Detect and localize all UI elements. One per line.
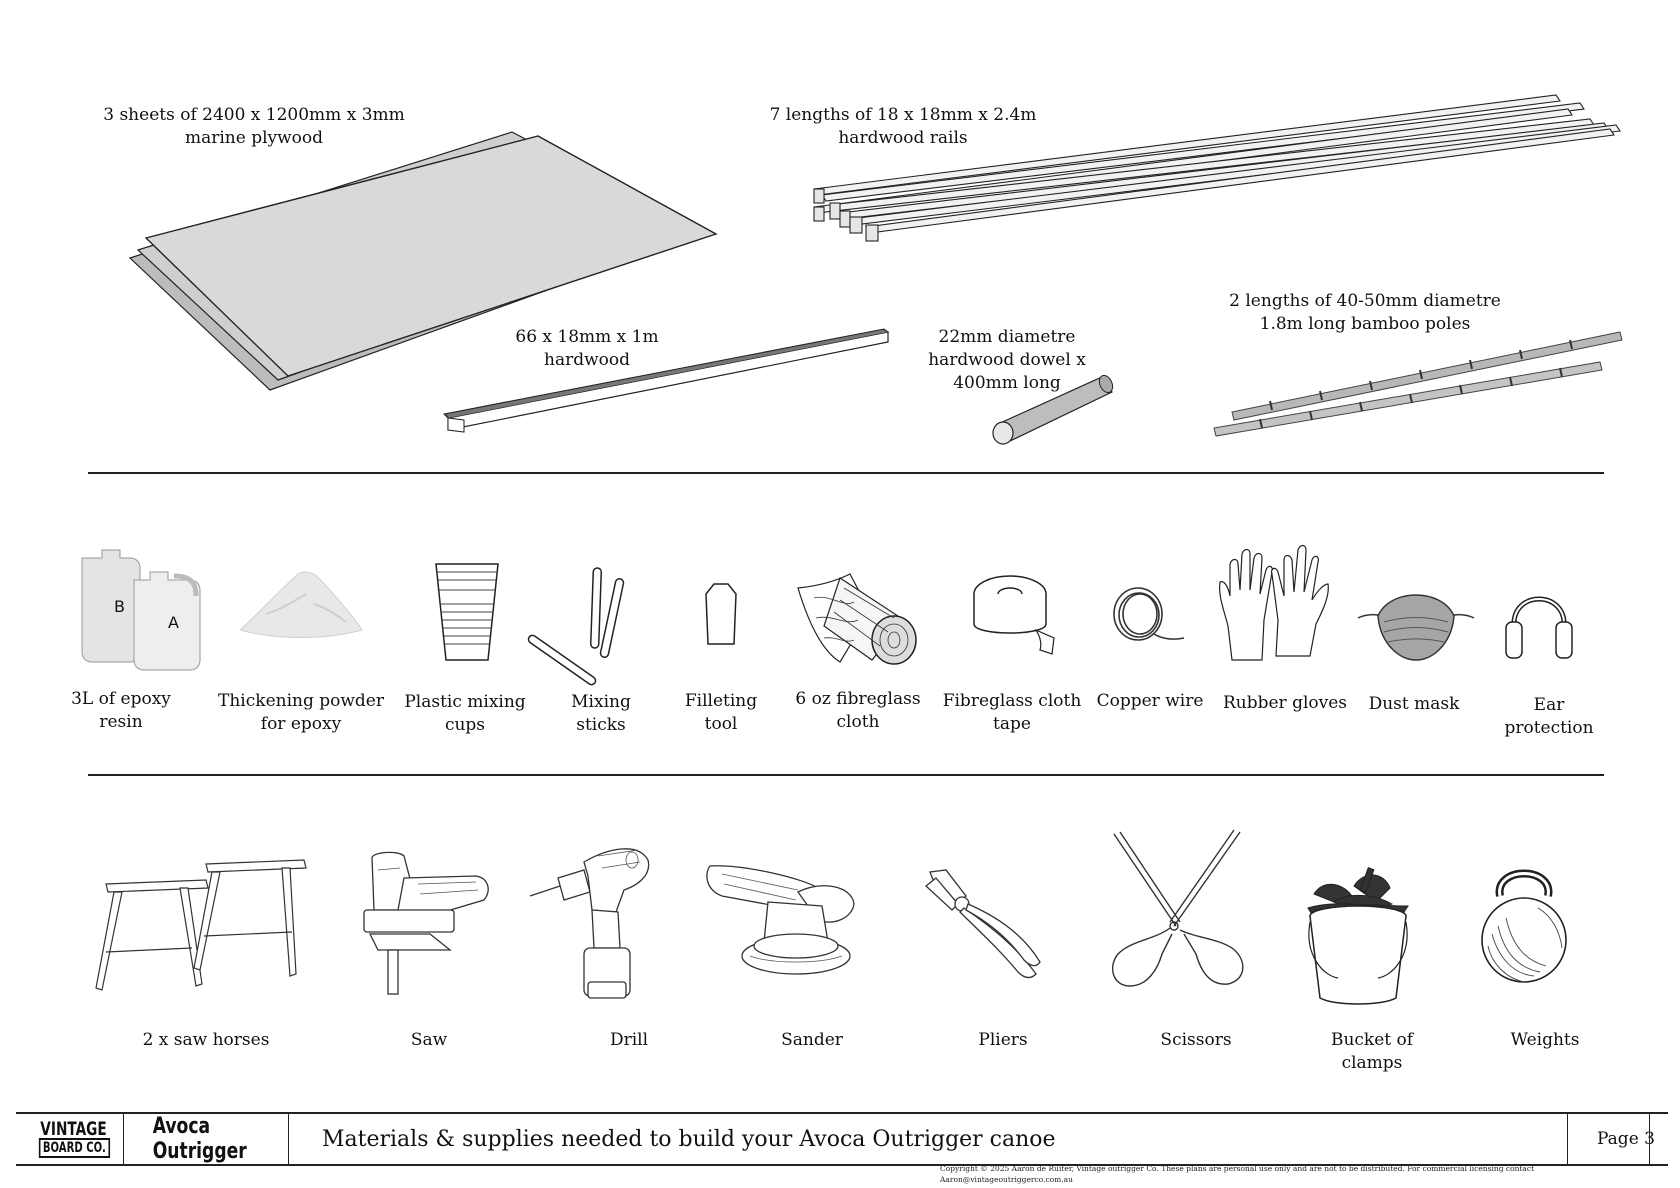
logo-bottom: BOARD CO.: [38, 1138, 110, 1158]
pliers-label: Pliers: [978, 1030, 1028, 1050]
powder-pile-illustration: [238, 571, 363, 638]
mask-label: Dust mask: [1368, 694, 1460, 714]
bamboo-poles-illustration: [1213, 331, 1623, 437]
scissors-label: Scissors: [1160, 1030, 1232, 1050]
sawhorses-label: 2 x saw horses: [142, 1030, 270, 1050]
drill-label: Drill: [609, 1030, 649, 1050]
epoxy-a-label: A: [168, 613, 179, 632]
saw-label: Saw: [410, 1030, 448, 1050]
footer-separator: [288, 1114, 289, 1164]
copper-wire-illustration: [1113, 587, 1185, 641]
gloves-label: Rubber gloves: [1222, 693, 1348, 713]
company-logo: VINTAGE BOARD CO.: [28, 1114, 120, 1164]
saw-horses-illustration: [95, 859, 307, 991]
logo-top: VINTAGE: [40, 1118, 108, 1140]
title-block: VINTAGE BOARD CO. Avoca Outrigger Materi…: [16, 1112, 1668, 1166]
copyright-notice: Copyright © 2025 Aaron de Ruiter, Vintag…: [940, 1164, 1535, 1184]
plywood-sheets-illustration: [128, 131, 718, 391]
jigsaw-illustration: [363, 851, 489, 995]
dowel-illustration: [992, 374, 1114, 445]
sander-label: Sander: [781, 1030, 843, 1050]
sander-illustration: [706, 865, 855, 975]
mixing-cups-illustration: [435, 563, 499, 661]
hardwood-board-illustration: [442, 328, 890, 433]
pliers-illustration: [925, 869, 1041, 979]
footer-separator: [123, 1114, 124, 1164]
bucket-of-clamps-illustration: [1307, 867, 1409, 1005]
hardwood-rails-illustration: [813, 94, 1621, 242]
product-name: Avoca Outrigger: [152, 1114, 247, 1164]
ear-protection-illustration: [1505, 596, 1573, 659]
dust-mask-illustration: [1357, 594, 1475, 661]
epoxy-b-label: B: [114, 597, 125, 616]
weights-label: Weights: [1510, 1030, 1580, 1050]
footer-separator: [1567, 1114, 1568, 1164]
divider-top: [88, 472, 1604, 474]
scissors-illustration: [1111, 829, 1244, 987]
epoxy-jugs-illustration: B A: [81, 549, 201, 671]
footer-separator: [1649, 1114, 1650, 1164]
divider-bottom: [88, 774, 1604, 776]
cloth-tape-illustration: [973, 575, 1055, 655]
page-number: Page 3: [1597, 1129, 1655, 1149]
mixing-sticks-illustration: [527, 567, 625, 686]
drill-illustration: [529, 848, 650, 999]
rubber-gloves-illustration: [1219, 544, 1329, 661]
fibreglass-cloth-illustration: [797, 573, 917, 665]
kettlebell-weight-illustration: [1481, 869, 1567, 983]
wire-label: Copper wire: [1096, 691, 1204, 711]
filleting-tool-illustration: [705, 583, 737, 645]
document-title: Materials & supplies needed to build you…: [322, 1126, 1056, 1152]
